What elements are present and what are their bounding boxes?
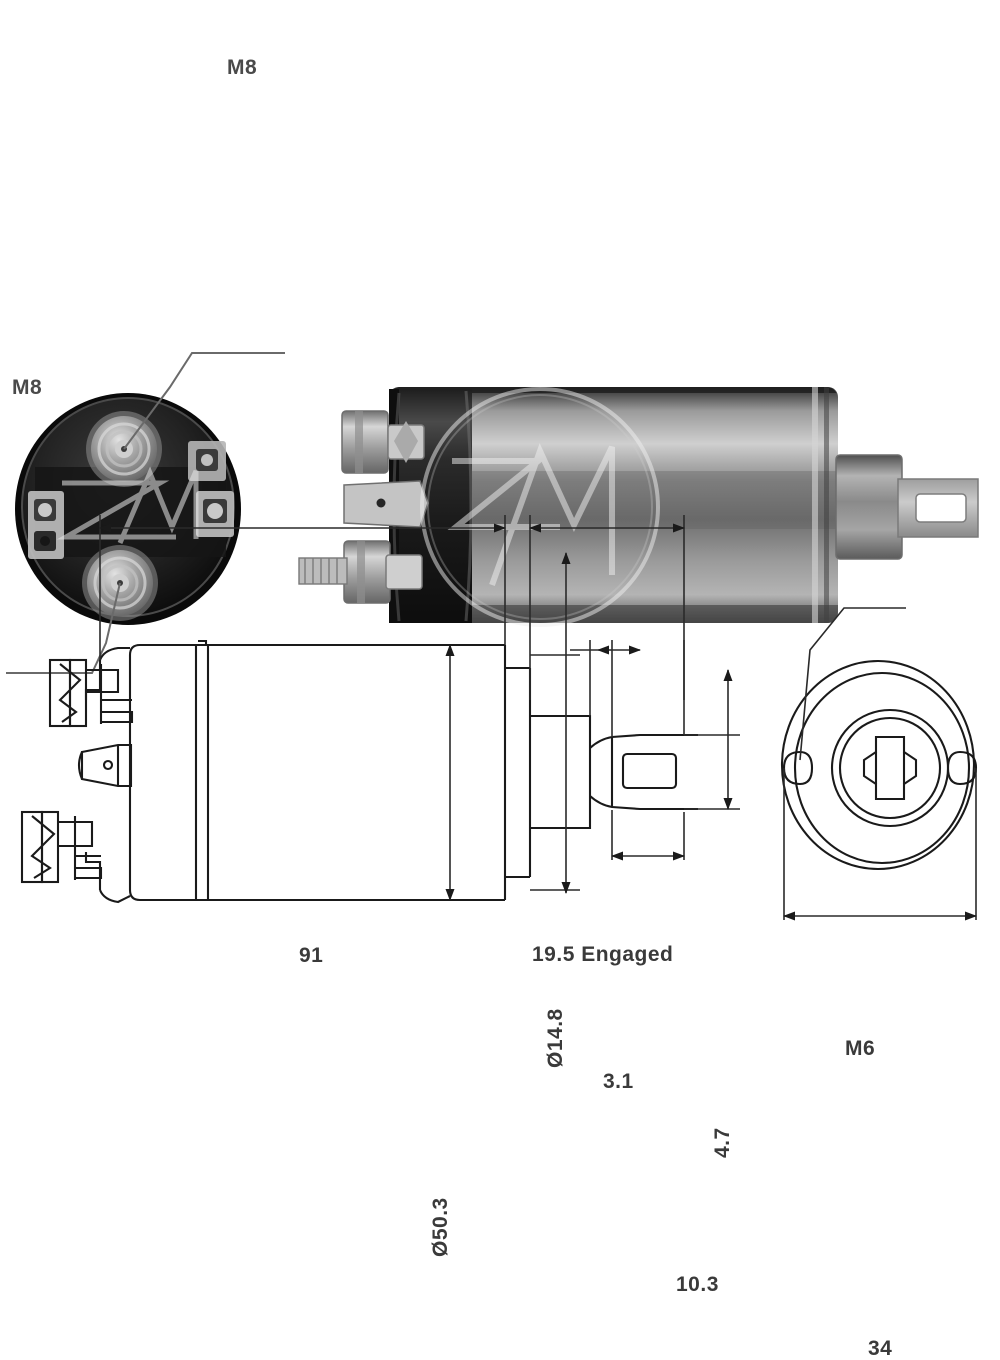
leader-line-m8-top <box>123 352 285 450</box>
dim-label-mounting-hole-spacing: 34 <box>868 1337 893 1360</box>
dim-label-fork-slot-height: 4.7 <box>711 1127 734 1158</box>
mounting-hole-right <box>946 750 978 786</box>
dim-label-mounting-thread: M6 <box>845 1037 876 1060</box>
photo-side-view <box>298 387 979 627</box>
photo-terminal-upper <box>341 410 425 474</box>
drawing-blade-terminal <box>77 743 133 788</box>
photo-label-m8-top: M8 <box>227 56 258 79</box>
drawing-plunger-fork <box>589 733 698 811</box>
dim-label-length-body: 91 <box>299 944 324 967</box>
drawing-side-elevation <box>20 639 698 904</box>
photo-svg <box>6 352 979 674</box>
plunger-fork <box>897 478 979 538</box>
mounting-hole-left <box>782 750 814 786</box>
dimension-lines <box>99 515 977 921</box>
plunger-nose <box>836 455 902 559</box>
dim-label-fork-gap: 3.1 <box>603 1070 634 1093</box>
photo-terminal-lower <box>298 540 423 604</box>
dim-label-plunger-travel: 19.5 Engaged <box>532 943 674 966</box>
drawing-terminal-upper <box>48 658 134 728</box>
technical-drawing-region: 91 19.5 Engaged Ø14.8 Ø50.3 3.1 4.7 10.3… <box>0 450 1000 1359</box>
drawing-terminal-lower <box>20 810 103 884</box>
dim-label-fork-slot-length: 10.3 <box>676 1273 719 1296</box>
dim-label-body-diameter: Ø50.3 <box>429 1197 452 1257</box>
photo-end-view <box>6 352 285 674</box>
product-photo-region: M8 M8 <box>0 0 1000 674</box>
drawing-svg <box>20 515 978 921</box>
drawing-end-elevation <box>780 659 978 871</box>
photo-label-m8-bottom: M8 <box>12 376 43 399</box>
dim-label-plunger-diameter: Ø14.8 <box>544 1008 567 1068</box>
leader-line-mounting-thread <box>799 607 906 761</box>
